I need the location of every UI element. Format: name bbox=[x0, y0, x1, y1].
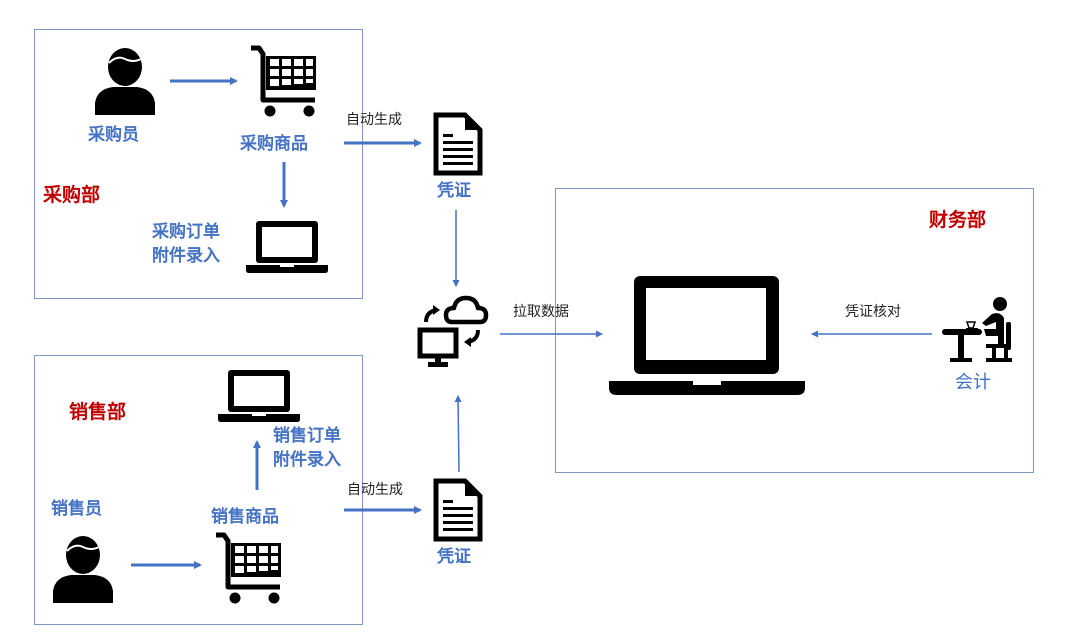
purchasing-dept-box bbox=[34, 29, 363, 299]
document-icon bbox=[433, 112, 483, 176]
voucher-check-label: 凭证核对 bbox=[845, 304, 901, 320]
sales-dept-box bbox=[34, 355, 363, 625]
person-icon bbox=[93, 45, 157, 115]
pull-data-label: 拉取数据 bbox=[513, 304, 569, 320]
person-icon bbox=[51, 533, 115, 603]
cloud-sync-icon bbox=[416, 294, 496, 372]
purchase-goods-label: 采购商品 bbox=[240, 134, 308, 154]
purchaser-label: 采购员 bbox=[88, 125, 139, 145]
shopping-cart-icon bbox=[214, 531, 286, 606]
auto-generate-label-top: 自动生成 bbox=[346, 112, 402, 128]
sales-order-entry-line2: 附件录入 bbox=[273, 450, 341, 470]
document-icon bbox=[433, 478, 483, 542]
sales-order-entry-line1: 销售订单 bbox=[273, 426, 341, 446]
arrow-voucher-bottom-to-cloud bbox=[454, 395, 462, 473]
accountant-label: 会计 bbox=[955, 372, 991, 393]
sales-dept-title: 销售部 bbox=[69, 401, 127, 423]
auto-generate-label-bottom: 自动生成 bbox=[347, 482, 403, 498]
voucher-label-top: 凭证 bbox=[437, 181, 471, 201]
finance-dept-box bbox=[555, 188, 1034, 473]
purchase-order-entry-line2: 附件录入 bbox=[152, 246, 220, 266]
accountant-at-desk-icon bbox=[940, 296, 1014, 368]
voucher-label-bottom: 凭证 bbox=[437, 547, 471, 567]
purchase-order-entry-line1: 采购订单 bbox=[152, 222, 220, 242]
shopping-cart-icon bbox=[249, 44, 321, 119]
laptop-icon bbox=[609, 274, 805, 396]
sales-goods-label: 销售商品 bbox=[211, 507, 279, 527]
laptop-icon bbox=[216, 367, 302, 423]
laptop-icon bbox=[244, 218, 330, 274]
finance-dept-title: 财务部 bbox=[929, 209, 987, 231]
salesperson-label: 销售员 bbox=[51, 499, 102, 519]
purchasing-dept-title: 采购部 bbox=[43, 184, 101, 206]
